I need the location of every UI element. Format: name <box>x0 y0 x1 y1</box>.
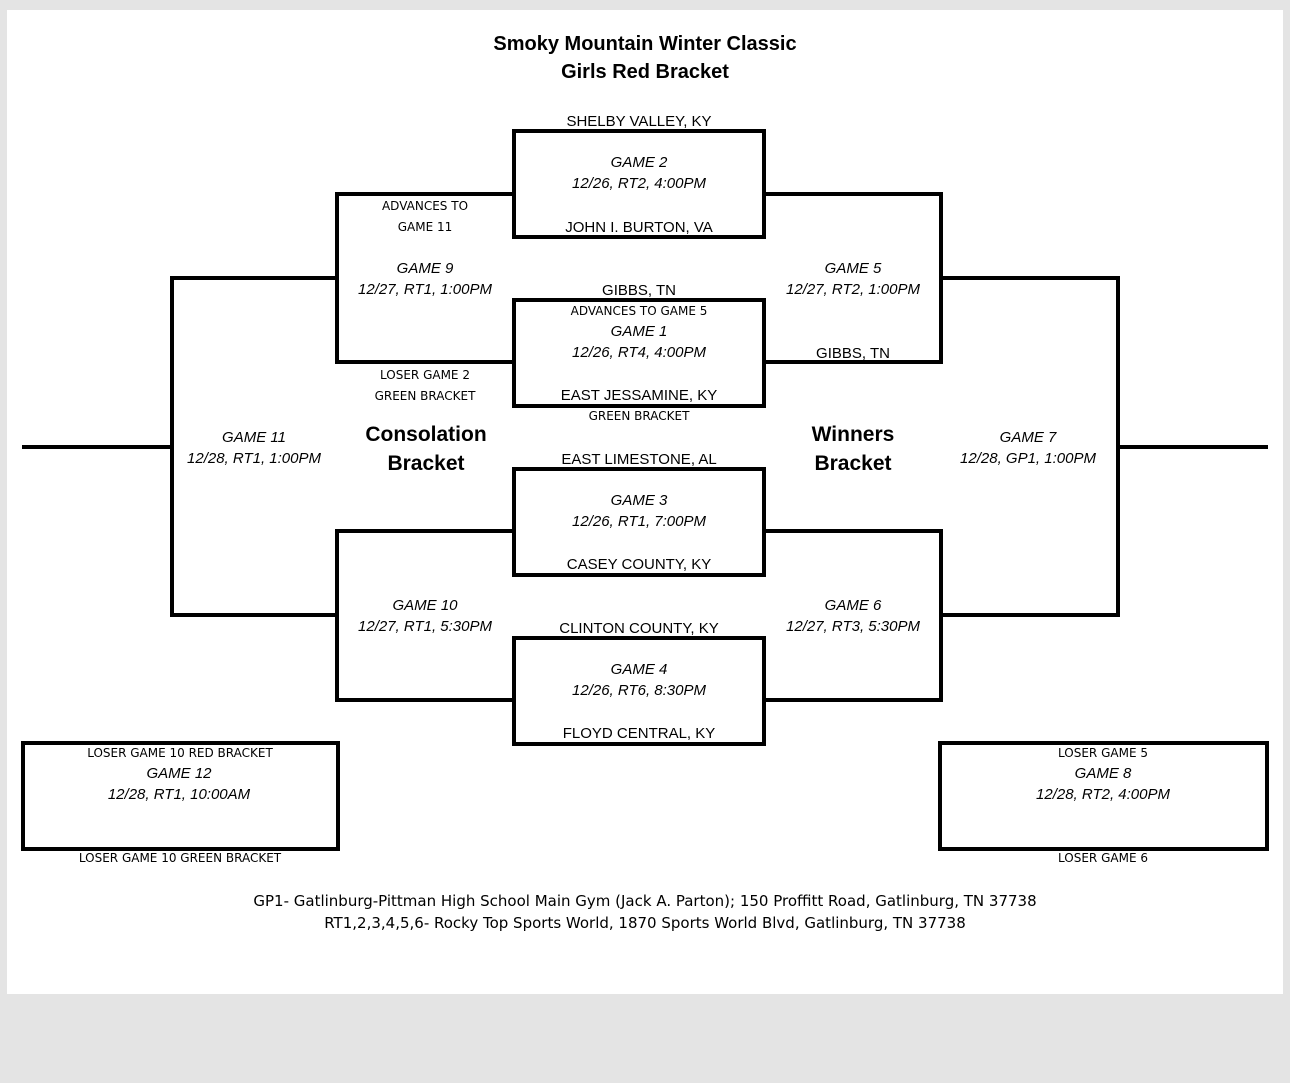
game-11-output-line <box>22 445 172 449</box>
game-10-top-connector <box>335 529 513 533</box>
note-green-bracket: GREEN BRACKET <box>588 409 690 423</box>
venue-rt: RT1,2,3,4,5,6- Rocky Top Sports World, 1… <box>324 914 966 932</box>
team-gibbs-top: GIBBS, TN <box>602 282 676 299</box>
game-11-bottom-connector <box>170 613 339 617</box>
team-john-i-burton: JOHN I. BURTON, VA <box>565 219 713 236</box>
note-loser-game-10-red: LOSER GAME 10 RED BRACKET <box>87 746 273 760</box>
team-casey-county: CASEY COUNTY, KY <box>566 556 712 573</box>
team-clinton-county: CLINTON COUNTY, KY <box>559 620 719 637</box>
note-advances-game-5: ADVANCES TO GAME 5 <box>570 304 708 318</box>
game-6-bottom-connector <box>765 698 943 702</box>
game-7-output-line <box>1118 445 1268 449</box>
team-gibbs-right: GIBBS, TN <box>816 345 890 362</box>
game-8-box <box>938 741 1269 851</box>
game-5-bottom-connector <box>765 360 943 364</box>
title-line-2: Girls Red Bracket <box>561 61 729 83</box>
team-east-jessamine: EAST JESSAMINE, KY <box>560 387 718 404</box>
note-loser-game-10-green: LOSER GAME 10 GREEN BRACKET <box>78 851 282 865</box>
venue-footer: GP1- Gatlinburg-Pittman High School Main… <box>253 890 1036 934</box>
game-9-top-connector <box>335 192 513 196</box>
venue-gp1: GP1- Gatlinburg-Pittman High School Main… <box>253 892 1037 910</box>
game-4-box <box>512 636 766 746</box>
game-1-box <box>512 298 766 408</box>
game-2-box <box>512 129 766 239</box>
game-7-top-connector <box>941 276 1120 280</box>
game-3-box <box>512 467 766 577</box>
team-shelby-valley: SHELBY VALLEY, KY <box>566 113 712 130</box>
bracket-title: Smoky Mountain Winter Classic Girls Red … <box>493 30 796 86</box>
game-12-box <box>21 741 340 851</box>
game-11-vertical <box>170 276 174 617</box>
note-loser-game-5: LOSER GAME 5 <box>1058 746 1148 760</box>
game-9-bottom-connector <box>335 360 513 364</box>
game-5-top-connector <box>765 192 943 196</box>
game-10-bottom-connector <box>335 698 513 702</box>
game-7-bottom-connector <box>941 613 1120 617</box>
note-loser-game-6: LOSER GAME 6 <box>1058 851 1148 865</box>
game-11-top-connector <box>170 276 339 280</box>
team-floyd-central: FLOYD CENTRAL, KY <box>562 725 716 742</box>
game-6-top-connector <box>765 529 943 533</box>
bracket-sheet: Smoky Mountain Winter Classic Girls Red … <box>7 10 1283 994</box>
title-line-1: Smoky Mountain Winter Classic <box>493 33 797 55</box>
team-east-limestone: EAST LIMESTONE, AL <box>561 451 717 468</box>
